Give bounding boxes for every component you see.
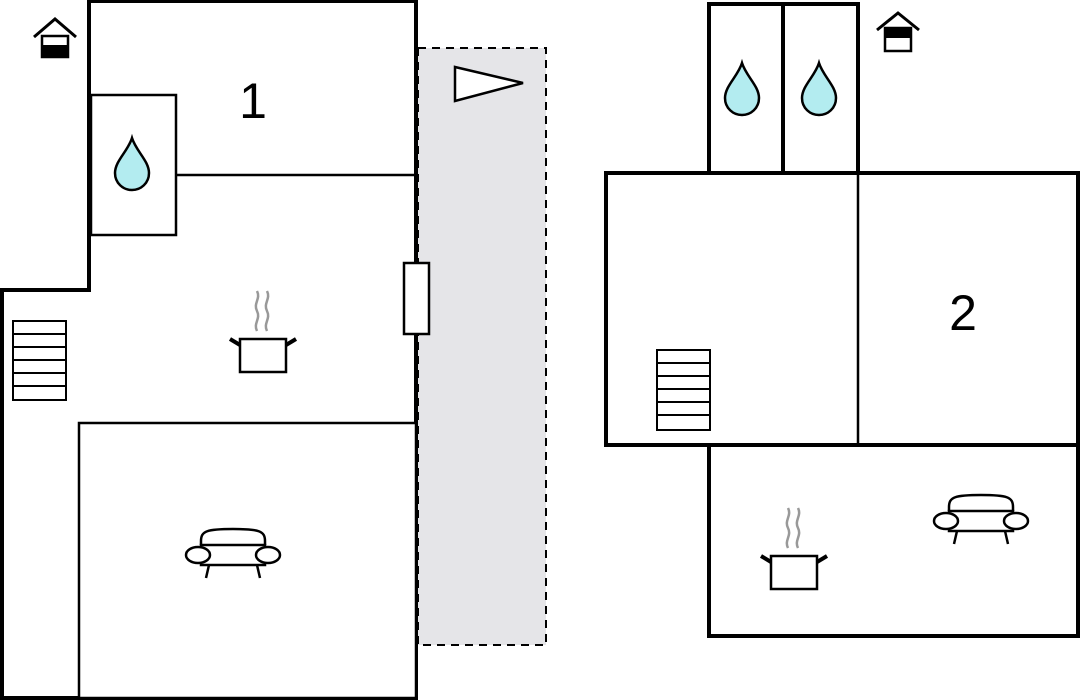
terrace [417,47,547,646]
floor-1: 1 [0,0,547,700]
floor-1-outer-wall [0,0,418,700]
floor-2-label: 2 [949,285,977,341]
stairs-icon [12,320,67,401]
door-icon [402,261,431,336]
house-ground-floor-icon [33,17,77,59]
floor-2: 2 [604,2,1080,638]
floor-1-label: 1 [239,73,267,129]
direction-arrow-icon [453,65,524,103]
stairs-icon [656,349,711,431]
cooking-pot-icon [228,289,298,374]
house-upper-floor-icon [876,11,920,53]
